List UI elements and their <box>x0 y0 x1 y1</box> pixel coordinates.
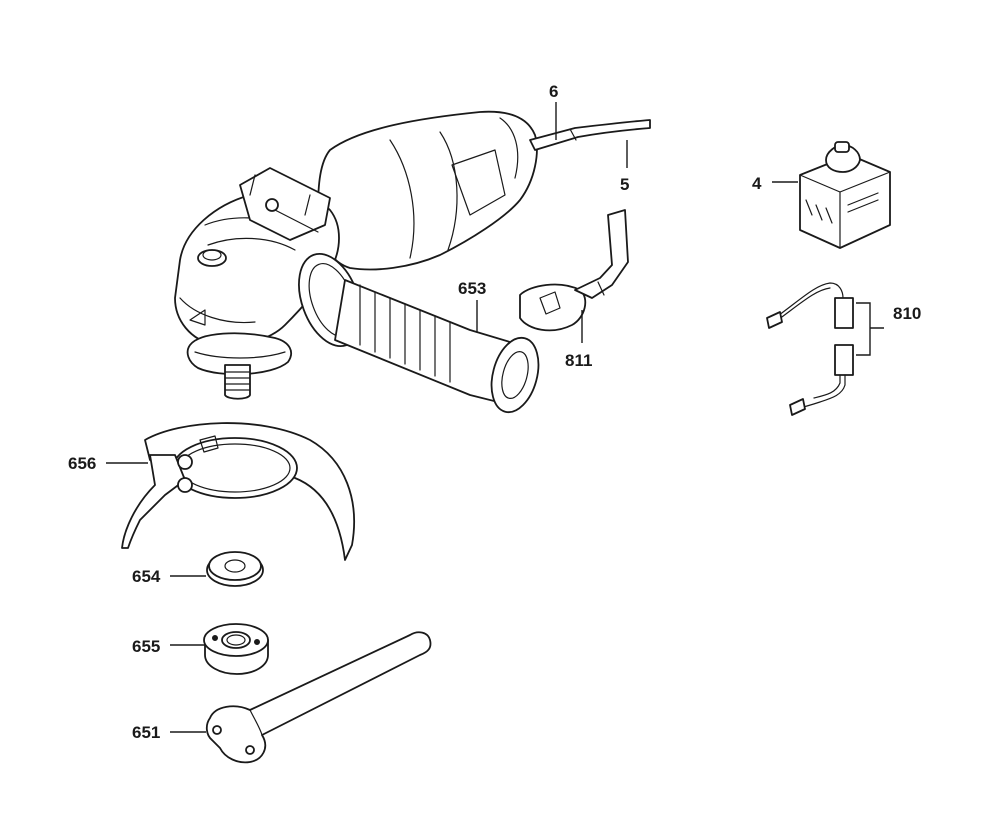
angle-grinder-body <box>174 110 538 400</box>
auxiliary-handle <box>298 252 540 414</box>
callout-651: 651 <box>132 723 160 742</box>
inner-flange <box>206 551 264 587</box>
callout-656: 656 <box>68 454 96 473</box>
callout-655: 655 <box>132 637 160 656</box>
switch-assembly <box>799 141 891 249</box>
power-cord <box>529 119 651 151</box>
callout-4: 4 <box>752 174 762 193</box>
leader-lines <box>106 102 884 733</box>
callout-5: 5 <box>620 175 629 194</box>
callout-654: 654 <box>132 567 161 586</box>
callout-810: 810 <box>893 304 921 323</box>
carbon-brush-set <box>766 282 854 416</box>
callout-811: 811 <box>565 351 592 370</box>
wheel-guard <box>121 422 355 561</box>
callout-6: 6 <box>549 82 558 101</box>
lock-lever <box>519 209 629 332</box>
clamping-nut <box>203 623 269 675</box>
callout-653: 653 <box>458 279 486 298</box>
spanner-wrench <box>205 631 432 764</box>
